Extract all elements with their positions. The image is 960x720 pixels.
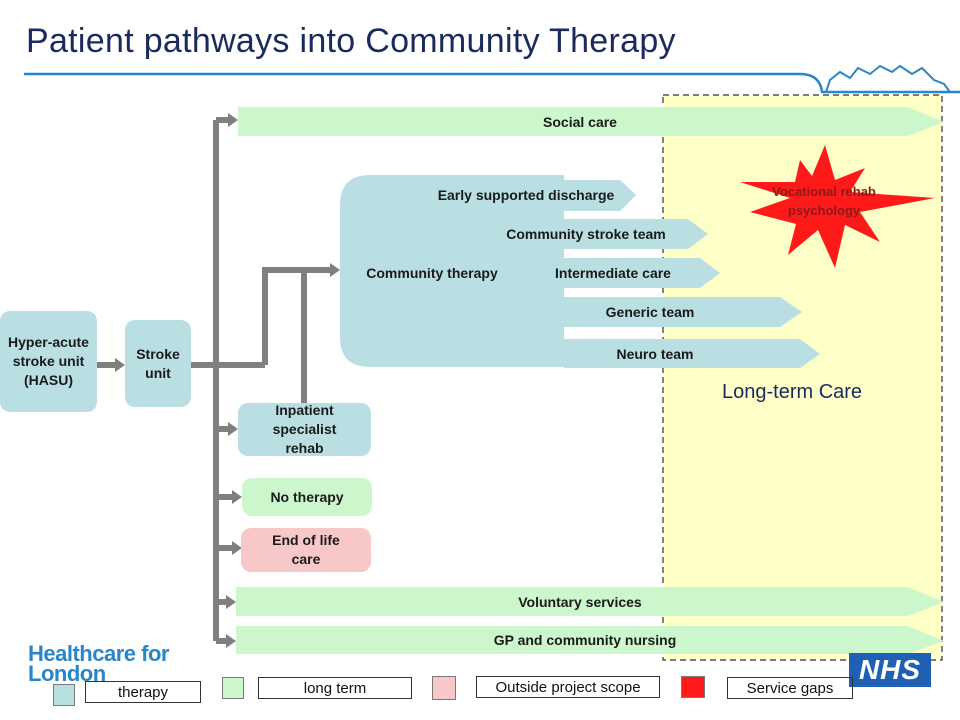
long-term-care-label: Long-term Care [722, 381, 863, 403]
voluntary-services-arrow [236, 587, 944, 616]
arrowhead-end-of-life [232, 541, 242, 555]
no-therapy-node: No therapy [242, 478, 372, 516]
community-therapy-label: Community therapy [366, 265, 498, 281]
inpatient-rehab-node: Inpatient specialist rehab [238, 402, 371, 456]
gp-community-nursing-label: GP and community nursing [493, 632, 677, 648]
arrowhead-inpatient [228, 422, 238, 436]
legend-therapy-label: therapy [117, 683, 169, 701]
legend-long-term-swatch [222, 677, 244, 699]
neuro-team-label: Neuro team [616, 346, 694, 362]
end-of-life-node: End of life care [241, 528, 371, 572]
voluntary-services-label: Voluntary services [518, 594, 642, 610]
community-therapy-block [340, 175, 564, 367]
healthcare-for-london-text: Healthcare for London [28, 641, 169, 686]
no-therapy-label: No therapy [270, 488, 344, 505]
legend-service-gaps-swatch [681, 676, 705, 698]
neuro-team-arrow [564, 339, 820, 368]
legend-service-gaps-text: Service gaps [727, 677, 853, 699]
community-stroke-team-arrow [564, 219, 708, 249]
inpatient-rehab-label: Inpatient specialist rehab [272, 402, 337, 456]
arrowhead-gp [226, 634, 236, 648]
legend-outside-scope-swatch [432, 676, 456, 700]
service-gap-starburst [740, 145, 935, 268]
generic-team-arrow [564, 297, 802, 327]
legend-service-gaps-label: Service gaps [746, 679, 834, 697]
healthcare-for-london-logo: Healthcare for London [28, 641, 188, 686]
arrowhead-social [228, 113, 238, 127]
nhs-logo: NHS [849, 653, 931, 687]
community-stroke-team-label: Community stroke team [506, 226, 666, 242]
arrowhead-stroke-unit [115, 358, 125, 372]
social-care-label: Social care [543, 114, 617, 130]
esd-label: Early supported discharge [437, 187, 615, 203]
intermediate-care-arrow [564, 258, 720, 288]
legend-therapy-swatch [53, 684, 75, 706]
legend-long-term-text: long term [258, 677, 412, 699]
end-of-life-label: End of life care [272, 532, 340, 567]
legend-outside-scope-label: Outside project scope [495, 678, 641, 696]
service-gap-label: Vocational rehab psychology [772, 184, 876, 218]
stroke-unit-label: Stroke unit [136, 345, 180, 381]
page-title: Patient pathways into Community Therapy [26, 22, 676, 60]
legend-long-term-label: long term [303, 679, 367, 697]
legend-outside-scope-text: Outside project scope [476, 676, 660, 698]
arrowhead-no-therapy [232, 490, 242, 504]
legend-therapy-text: therapy [85, 681, 201, 703]
esd-arrow [420, 180, 636, 211]
hasu-label: Hyper-acute stroke unit (HASU) [8, 334, 89, 388]
arrowhead-voluntary [226, 595, 236, 609]
hasu-node: Hyper-acute stroke unit (HASU) [0, 311, 97, 412]
nhs-logo-text: NHS [858, 654, 922, 685]
skyline-decoration [825, 64, 951, 93]
social-care-arrow [238, 107, 944, 136]
stroke-unit-node: Stroke unit [125, 320, 191, 407]
generic-team-label: Generic team [605, 304, 695, 320]
title-underline [24, 72, 960, 94]
intermediate-care-label: Intermediate care [555, 265, 671, 281]
gp-community-nursing-arrow [236, 626, 944, 654]
arrowhead-community [330, 263, 340, 277]
